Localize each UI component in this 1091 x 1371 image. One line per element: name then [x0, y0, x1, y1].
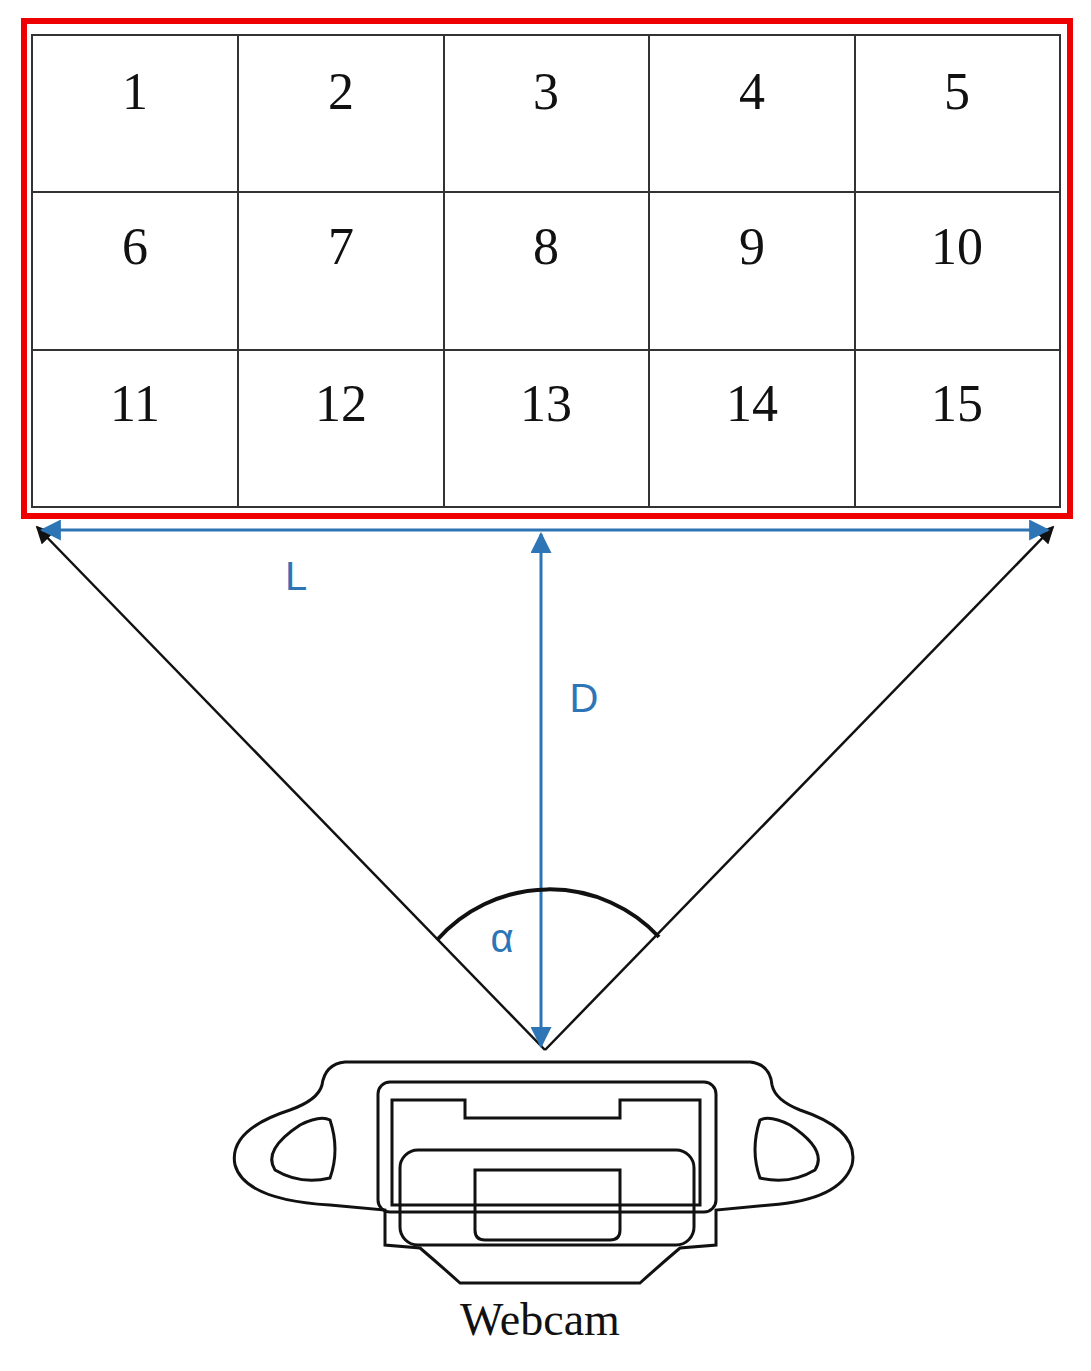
distance-dimension	[540, 534, 543, 1046]
angle-label: α	[490, 918, 513, 958]
cell-number: 5	[944, 66, 970, 118]
angle-arc	[437, 889, 659, 940]
width-label: L	[285, 556, 307, 596]
cell-number: 14	[726, 378, 778, 430]
cell-number: 3	[533, 66, 559, 118]
width-dimension	[42, 529, 1048, 532]
webcam-drawing	[234, 1062, 853, 1283]
distance-label: D	[570, 678, 599, 718]
fov-ray	[37, 527, 545, 1050]
cell-number: 4	[739, 66, 765, 118]
cell-number: 2	[328, 66, 354, 118]
fov-ray	[545, 527, 1053, 1050]
cell-number: 13	[520, 378, 572, 430]
cell-number: 1	[122, 66, 148, 118]
cell-number: 6	[122, 221, 148, 273]
device-caption: Webcam	[460, 1297, 620, 1343]
cell-number: 9	[739, 221, 765, 273]
cell-number: 15	[931, 378, 983, 430]
cell-number: 12	[315, 378, 367, 430]
cell-number: 8	[533, 221, 559, 273]
field-of-view-frame	[24, 21, 1070, 516]
cell-number: 10	[931, 221, 983, 273]
cell-number: 11	[110, 378, 160, 430]
cell-number: 7	[328, 221, 354, 273]
grid	[32, 35, 1060, 507]
